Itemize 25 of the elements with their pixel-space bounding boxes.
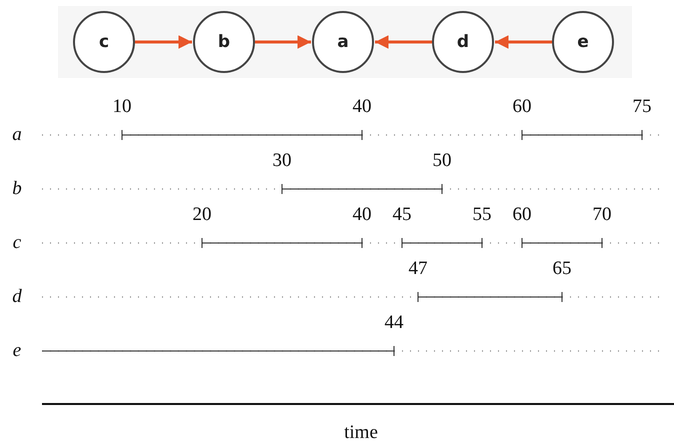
time-value: 50	[432, 150, 452, 172]
time-value: 40	[352, 96, 372, 118]
time-value: 47	[408, 258, 428, 280]
time-value: 40	[352, 204, 372, 226]
time-value: 10	[112, 96, 132, 118]
time-value: 44	[384, 312, 404, 334]
time-value: 60	[512, 96, 532, 118]
arrow	[495, 35, 552, 49]
time-value: 20	[192, 204, 212, 226]
time-value: 75	[632, 96, 652, 118]
row-label: b	[12, 178, 22, 200]
time-value: 65	[552, 258, 572, 280]
arrow	[255, 35, 311, 49]
time-value: 45	[392, 204, 412, 226]
time-value: 70	[592, 204, 612, 226]
axis-label: time	[344, 422, 378, 444]
arrow	[375, 35, 432, 49]
row-label: e	[12, 340, 22, 362]
time-value: 55	[472, 204, 492, 226]
row-label: c	[12, 232, 22, 254]
arrow	[135, 35, 192, 49]
time-value: 30	[272, 150, 292, 172]
row-label: a	[12, 124, 22, 146]
time-value: 60	[512, 204, 532, 226]
row-label: d	[12, 286, 22, 308]
